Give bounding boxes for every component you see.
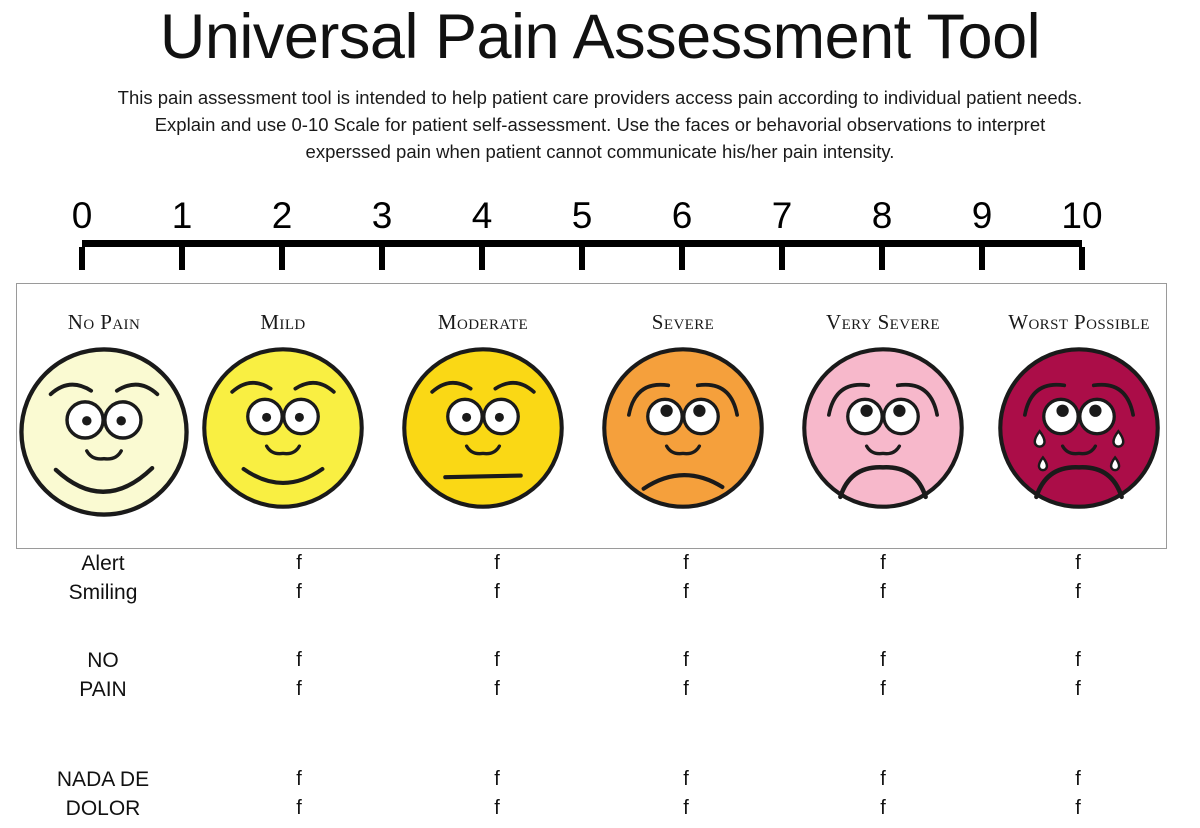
descriptor-cell: f [880,649,886,671]
face-icon-big-smile[interactable] [0,346,219,523]
descriptor-cell: f [683,768,689,790]
scale-tick-9 [979,247,985,270]
descriptor-cell: f [494,678,500,700]
descriptor-label: NADA DE [56,768,150,791]
descriptor-cell: f [296,797,302,819]
descriptor-cell: f [1075,649,1081,671]
descriptor-cell: f [494,649,500,671]
scale-number-3[interactable]: 3 [371,195,393,236]
face-column-moderate[interactable]: Moderate [368,284,598,550]
descriptor-cell: f [1075,797,1081,819]
descriptor-cell: f [880,581,886,603]
descriptor-label: PAIN [79,678,127,701]
scale-tick-1 [179,247,185,270]
pain-scale-ruler: 0 1 2 3 4 5 6 7 8 9 10 [0,195,1200,285]
descriptor-cell: f [296,768,302,790]
descriptor-row: Smiling f f f f f [0,578,1200,607]
descriptor-cell: f [296,581,302,603]
scale-bar [82,240,1082,247]
face-label-no-pain: No Pain [67,310,141,334]
descriptor-row: NO f f f f f [0,646,1200,675]
intro-line-1: This pain assessment tool is intended to… [117,87,1083,108]
descriptor-cell: f [494,552,500,574]
face-icon-crying[interactable] [964,346,1194,515]
face-column-worst-possible[interactable]: Worst Possible [964,284,1194,550]
page-title: Universal Pain Assessment Tool [159,2,1041,72]
descriptor-cell: f [1075,678,1081,700]
descriptor-cell: f [880,768,886,790]
descriptor-label: NO [87,649,119,672]
face-icon-deep-frown[interactable] [768,346,998,515]
scale-tick-0 [79,247,85,270]
scale-tick-5 [579,247,585,270]
face-column-mild[interactable]: Mild [168,284,398,550]
descriptor-cell: f [683,797,689,819]
face-label-severe: Severe [651,310,715,334]
descriptor-cell: f [1075,768,1081,790]
scale-tick-10 [1079,247,1085,270]
scale-tick-6 [679,247,685,270]
scale-tick-3 [379,247,385,270]
face-column-no-pain[interactable]: No Pain [0,284,219,550]
descriptor-cell: f [683,581,689,603]
scale-tick-7 [779,247,785,270]
descriptor-cell: f [880,552,886,574]
descriptor-row: DOLOR f f f f f [0,794,1200,823]
face-label-worst-possible: Worst Possible [1008,310,1150,334]
face-label-moderate: Moderate [437,310,529,334]
descriptor-cell: f [1075,581,1081,603]
scale-number-7[interactable]: 7 [771,195,793,236]
descriptor-cell: f [494,797,500,819]
descriptor-cell: f [880,678,886,700]
face-icon-frown[interactable] [568,346,798,515]
intro-line-3: experssed pain when patient cannot commu… [305,141,895,162]
descriptor-cell: f [1075,552,1081,574]
descriptor-row: NADA DE f f f f f [0,765,1200,794]
descriptor-cell: f [683,649,689,671]
face-label-mild: Mild [260,310,306,334]
descriptor-label: Alert [81,552,125,575]
intro-paragraph: This pain assessment tool is intended to… [18,84,1182,165]
descriptor-label: DOLOR [65,797,141,820]
scale-number-6[interactable]: 6 [671,195,693,236]
face-label-very-severe: Very Severe [826,310,940,334]
scale-number-8[interactable]: 8 [871,195,893,236]
descriptor-row: Alert f f f f f [0,549,1200,578]
faces-panel: No Pain Mild Moderate Severe [16,283,1167,549]
face-icon-smile[interactable] [168,346,398,515]
scale-number-1[interactable]: 1 [171,195,193,236]
intro-line-2: Explain and use 0-10 Scale for patient s… [154,114,1046,135]
scale-tick-4 [479,247,485,270]
descriptor-cell: f [296,678,302,700]
face-column-severe[interactable]: Severe [568,284,798,550]
descriptor-cell: f [494,768,500,790]
scale-tick-2 [279,247,285,270]
scale-number-4[interactable]: 4 [471,195,493,236]
descriptor-cell: f [494,581,500,603]
descriptor-cell: f [296,552,302,574]
descriptor-cell: f [683,552,689,574]
scale-number-5[interactable]: 5 [571,195,593,236]
face-column-very-severe[interactable]: Very Severe [768,284,998,550]
scale-number-9[interactable]: 9 [971,195,993,236]
descriptor-cell: f [880,797,886,819]
scale-number-2[interactable]: 2 [271,195,293,236]
descriptor-label: Smiling [68,581,138,604]
scale-tick-8 [879,247,885,270]
descriptor-cell: f [683,678,689,700]
descriptor-row: PAIN f f f f f [0,675,1200,704]
descriptor-cell: f [296,649,302,671]
scale-number-0[interactable]: 0 [71,195,93,236]
face-icon-neutral[interactable] [368,346,598,515]
scale-number-10[interactable]: 10 [1061,195,1103,236]
